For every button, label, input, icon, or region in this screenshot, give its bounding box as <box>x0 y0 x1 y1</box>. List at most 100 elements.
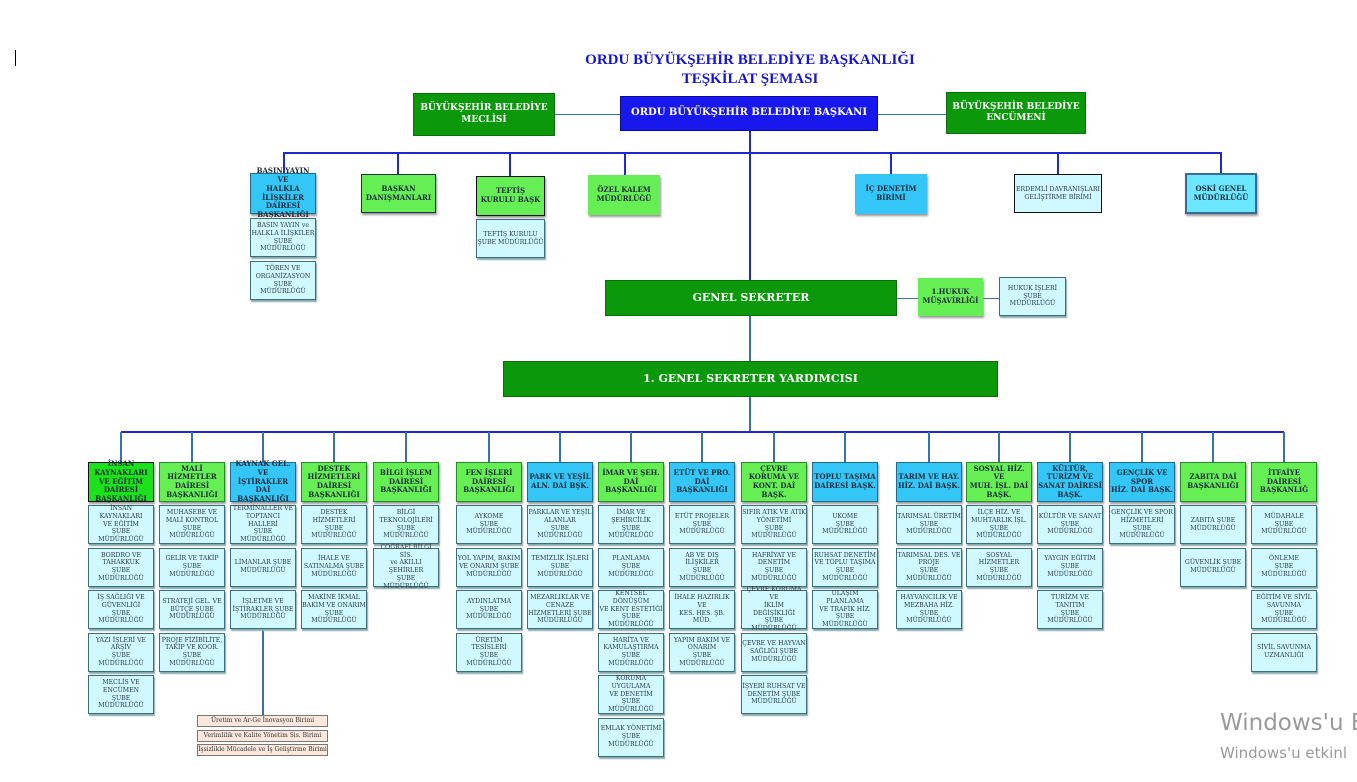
sube-mudurlugu[interactable]: MECLİS VE ENCÜMEN ŞUBE MÜDÜRLÜĞÜ <box>88 675 154 714</box>
sube-mudurlugu[interactable]: İNSAN KAYNAKLARI VE EĞİTİM ŞUBE MÜDÜRLÜĞ… <box>88 505 154 544</box>
genel-sekreter-yardimcisi-box[interactable]: 1. GENEL SEKRETER YARDIMCISI <box>503 361 998 397</box>
basin-unit[interactable]: TÖREN VE ORGANİZASYON ŞUBE MÜDÜRLÜĞÜ <box>250 261 316 300</box>
hukuk-isleri-box[interactable]: HUKUK İŞLERİ ŞUBE MÜDÜRLÜĞÜ <box>999 277 1066 316</box>
sube-mudurlugu[interactable]: GELİR VE TAKİP ŞUBE MÜDÜRLÜĞÜ <box>159 547 225 587</box>
sube-mudurlugu[interactable]: İHALE HAZIRLIK VE KES. HES. ŞB. MÜD. <box>669 590 735 629</box>
department-head[interactable]: BİLGİ İŞLEM DAİRESİ BAŞKANLIĞI <box>373 462 439 502</box>
sube-mudurlugu[interactable]: PLANLAMA ŞUBE MÜDÜRLÜĞÜ <box>598 547 664 587</box>
sube-mudurlugu[interactable]: AYKOME ŞUBE MÜDÜRLÜĞÜ <box>456 505 522 544</box>
genel-sekreter-box[interactable]: GENEL SEKRETER <box>605 280 897 316</box>
sube-mudurlugu[interactable]: KORUMA UYGULAMA VE DENETİM ŞUBE MÜDÜRLÜĞ… <box>598 675 664 714</box>
sube-mudurlugu[interactable]: COĞRAFİ BİLGİ SİS. ve AKILLI ŞEHİRLER ŞU… <box>373 544 439 590</box>
sube-mudurlugu[interactable]: ZABITA ŞUBE MÜDÜRLÜĞÜ <box>1180 505 1246 544</box>
sube-mudurlugu[interactable]: TURİZM VE TANITIM ŞUBE MÜDÜRLÜĞÜ <box>1037 590 1103 629</box>
sube-mudurlugu[interactable]: MEZARLIKLAR VE CENAZE HİZMETLERİ ŞUBE MÜ… <box>527 590 593 629</box>
teftis-unit[interactable]: TEFTİŞ KURULU ŞUBE MÜDÜRLÜĞÜ <box>476 219 545 258</box>
meclis-box[interactable]: BÜYÜKŞEHİR BELEDİYE MECLİSİ <box>413 93 555 136</box>
department-head[interactable]: MALİ HİZMETLER DAİRESİ BAŞKANLIĞI <box>159 462 225 502</box>
department-head[interactable]: SOSYAL HİZ. VE MUH. İŞL. DAİ BAŞK. <box>966 462 1032 502</box>
sube-mudurlugu[interactable]: YAZI İŞLERİ VE ARŞİV ŞUBE MÜDÜRLÜĞÜ <box>88 632 154 672</box>
department-head[interactable]: ETÜT VE PRO. DAİ BAŞKANLIĞI <box>669 462 735 502</box>
sube-mudurlugu[interactable]: TARIMSAL DES. VE PROJE ŞUBE MÜDÜRLÜĞÜ <box>896 547 962 587</box>
sube-mudurlugu[interactable]: GÜVENLİK ŞUBE MÜDÜRLÜĞÜ <box>1180 547 1246 587</box>
sube-mudurlugu[interactable]: HAFRİYAT VE DENETİM ŞUBE MÜDÜRLÜĞÜ <box>741 547 807 587</box>
kaynak-birim[interactable]: İşsizlikle Mücadele ve İş Geliştirme Bir… <box>197 744 328 756</box>
sube-mudurlugu[interactable]: ETÜT PROJELER ŞUBE MÜDÜRLÜĞÜ <box>669 505 735 544</box>
sube-mudurlugu[interactable]: SOSYAL HİZMETLER ŞUBE MÜDÜRLÜĞÜ <box>966 547 1032 587</box>
sube-mudurlugu[interactable]: MUHASEBE VE MALİ KONTROL ŞUBE MÜDÜRLÜĞÜ <box>159 505 225 544</box>
sube-mudurlugu[interactable]: GENÇLİK VE SPOR HİZMETLERİ ŞUBE MÜDÜRLÜĞ… <box>1109 505 1175 544</box>
sube-mudurlugu[interactable]: ÇEVRE VE HAYVAN SAĞLIĞI ŞUBE MÜDÜRLÜĞÜ <box>741 632 807 672</box>
sube-mudurlugu[interactable]: DESTEK HİZMETLERİ ŞUBE MÜDÜRLÜĞÜ <box>301 505 367 544</box>
sube-mudurlugu[interactable]: LİMANLAR ŞUBE MÜDÜRLÜĞÜ <box>230 547 296 587</box>
sube-mudurlugu[interactable]: YAYGIN EĞİTİM ŞUBE MÜDÜRLÜĞÜ <box>1037 547 1103 587</box>
sube-mudurlugu[interactable]: ÖNLEME ŞUBE MÜDÜRLÜĞÜ <box>1251 547 1317 587</box>
chart-title: ORDU BÜYÜKŞEHİR BELEDİYE BAŞKANLIĞI <box>585 52 915 68</box>
oski-box[interactable]: OSKİ GENEL MÜDÜRLÜĞÜ <box>1185 173 1257 214</box>
sube-mudurlugu[interactable]: EMLAK YÖNETİMİ ŞUBE MÜDÜRLÜĞÜ <box>598 717 664 757</box>
department-head[interactable]: KAYNAK GEL. VE İŞTİRAKLER DAİ BAŞKANLIĞI <box>230 459 296 503</box>
department-head[interactable]: DESTEK HİZMETLERİ DAİRESİ BAŞKANLIĞI <box>301 462 367 502</box>
encumen-box[interactable]: BÜYÜKŞEHİR BELEDİYE ENCÜMENİ <box>946 92 1086 134</box>
department-head[interactable]: FEN İŞLERİ DAİRESİ BAŞKANLIĞI <box>456 462 522 502</box>
sube-mudurlugu[interactable]: BORDRO VE TAHAKKUK ŞUBE MÜDÜRLÜĞÜ <box>88 547 154 587</box>
department-head[interactable]: İNSAN KAYNAKLARI VE EĞİTİM DAİRESİ BAŞKA… <box>88 459 154 503</box>
sube-mudurlugu[interactable]: İŞ SAĞLIĞI VE GÜVENLİĞİ ŞUBE MÜDÜRLÜĞÜ <box>88 590 154 629</box>
ic-denetim-box[interactable]: İÇ DENETİM BİRİMİ <box>855 174 927 214</box>
department-head[interactable]: İTFAİYE DAİRESİ BAŞKANLIĞ <box>1251 462 1317 502</box>
sube-mudurlugu[interactable]: TARIMSAL ÜRETİM ŞUBE MÜDÜRLÜĞÜ <box>896 505 962 544</box>
department-head[interactable]: ÇEVRE KORUMA VE KONT. DAİ BAŞK. <box>741 462 807 502</box>
connector-line <box>262 432 264 462</box>
department-head[interactable]: ZABITA DAİ BAŞKANLIĞI <box>1180 462 1246 502</box>
connector-line <box>773 432 775 462</box>
sube-mudurlugu[interactable]: EĞİTİM VE SİVİL SAVUNMA ŞUBE MÜDÜRLÜĞÜ <box>1251 590 1317 629</box>
sube-mudurlugu[interactable]: KENTSEL DÖNÜŞÜM VE KENT ESTETİĞİ ŞUBE MÜ… <box>598 590 664 629</box>
sube-mudurlugu[interactable]: ÜRETİM TESİSLERİ ŞUBE MÜDÜRLÜĞÜ <box>456 632 522 672</box>
sube-mudurlugu[interactable]: SİVİL SAVUNMA UZMANLIĞI <box>1251 632 1317 672</box>
danisman-box[interactable]: BAŞKAN DANIŞMANLARI <box>361 174 436 213</box>
sube-mudurlugu[interactable]: AB VE DIŞ İLİŞKİLER ŞUBE MÜDÜRLÜĞÜ <box>669 547 735 587</box>
sube-mudurlugu[interactable]: PROJE FİZİBİLİTE, TAKİP VE KOOR. ŞUBE MÜ… <box>159 632 225 672</box>
department-head[interactable]: TARIM VE HAY. HİZ. DAİ BAŞK. <box>896 462 962 502</box>
sube-mudurlugu[interactable]: İLÇE HİZ. VE MUHTARLIK İŞL. ŞUBE MÜDÜRLÜ… <box>966 505 1032 544</box>
sube-mudurlugu[interactable]: MAKİNE İKMAL BAKIM VE ONARIM ŞUBE MÜDÜRL… <box>301 590 367 629</box>
erdemli-box[interactable]: ERDEMLİ DAVRANIŞLARI GELİŞTİRME BİRİMİ <box>1014 174 1102 213</box>
basin-unit[interactable]: BASIN YAYIN ve HALKLA İLİŞKİLER ŞUBE MÜD… <box>250 218 316 257</box>
sube-mudurlugu[interactable]: MÜDAHALE ŞUBE MÜDÜRLÜĞÜ <box>1251 505 1317 544</box>
connector-line <box>630 432 632 462</box>
department-head[interactable]: İMAR VE ŞEH. DAİ BAŞKANLIĞI <box>598 462 664 502</box>
sube-mudurlugu[interactable]: YAPIM BAKIM VE ONARIM ŞUBE MÜDÜRLÜĞÜ <box>669 632 735 672</box>
sube-mudurlugu[interactable]: ULAŞIM PLANLAMA VE TRAFİK HİZ. ŞUBE MÜDÜ… <box>812 590 878 629</box>
sube-mudurlugu[interactable]: HARİTA VE KAMULAŞTIRMA ŞUBE MÜDÜRLÜĞÜ <box>598 632 664 672</box>
sube-mudurlugu[interactable]: ÇEVRE KORUMA VE İKLİM DEĞİŞİKLİĞİ ŞUBE M… <box>741 586 807 632</box>
chart-subtitle: TEŞKİLAT ŞEMASI <box>681 71 819 87</box>
sube-mudurlugu[interactable]: İMAR VE ŞEHİRCİLİK ŞUBE MÜDÜRLÜĞÜ <box>598 505 664 544</box>
kaynak-birim[interactable]: Verimlilik ve Kalite Yönetim Sis. Birimi <box>197 730 328 742</box>
teftis-head[interactable]: TEFTİŞ KURULU BAŞK <box>476 176 545 216</box>
department-head[interactable]: KÜLTÜR, TURİZM VE SANAT DAİRESİ BAŞK. <box>1037 462 1103 502</box>
sube-mudurlugu[interactable]: TERMİNALLER VE TOPTANCI HALLERİ ŞUBE MÜD… <box>230 505 296 544</box>
sube-mudurlugu[interactable]: UKOME ŞUBE MÜDÜRLÜĞÜ <box>812 505 878 544</box>
ozel-kalem-box[interactable]: ÖZEL KALEM MÜDÜRLÜĞÜ <box>588 175 660 215</box>
sube-mudurlugu[interactable]: İHALE VE SATINALMA ŞUBE MÜDÜRLÜĞÜ <box>301 547 367 587</box>
connector-line <box>405 432 407 462</box>
sube-mudurlugu[interactable]: RUHSAT DENETİM VE TOPLU TAŞIMA ŞUBE MÜDÜ… <box>812 547 878 587</box>
sube-mudurlugu[interactable]: BİLGİ TEKNOLOJİLERİ ŞUBE MÜDÜRLÜĞÜ <box>373 505 439 544</box>
sube-mudurlugu[interactable]: İŞLETME VE İŞTİRAKLER ŞUBE MÜDÜRLÜĞÜ <box>230 590 296 629</box>
sube-mudurlugu[interactable]: PARKLAR VE YEŞİL ALANLAR ŞUBE MÜDÜRLÜĞÜ <box>527 505 593 544</box>
department-head[interactable]: GENÇLİK VE SPOR HİZ. DAİ BAŞK. <box>1109 462 1175 502</box>
basin-head[interactable]: BASIN YAYIN VE HALKLA İLİŞKİLER DAİRESİ … <box>250 166 316 219</box>
sube-mudurlugu[interactable]: SIFIR ATIK VE ATIK YÖNETİMİ ŞUBE MÜDÜRLÜ… <box>741 505 807 544</box>
sube-mudurlugu[interactable]: HAYVANCILIK VE MEZBAHA HİZ. ŞUBE MÜDÜRLÜ… <box>896 590 962 629</box>
kaynak-birim[interactable]: Üretim ve Ar-Ge İnovasyon Birimi <box>197 715 328 727</box>
sube-mudurlugu[interactable]: İŞYERİ RUHSAT VE DENETİM ŞUBE MÜDÜRLÜĞÜ <box>741 675 807 714</box>
sube-mudurlugu[interactable]: AYDINLATMA ŞUBE MÜDÜRLÜĞÜ <box>456 590 522 629</box>
sube-mudurlugu[interactable]: YOL YAPIM, BAKIM VE ONARIM ŞUBE MÜDÜRLÜĞ… <box>456 547 522 587</box>
sube-mudurlugu[interactable]: TEMİZLİK İŞLERİ ŞUBE MÜDÜRLÜĞÜ <box>527 547 593 587</box>
sube-mudurlugu[interactable]: STRATEJİ GEL. VE BÜTÇE ŞUBE MÜDÜRLÜĞÜ <box>159 590 225 629</box>
sube-mudurlugu[interactable]: KÜLTÜR VE SANAT ŞUBE MÜDÜRLÜĞÜ <box>1037 505 1103 544</box>
department-head[interactable]: PARK VE YEŞİL ALN. DAİ BŞK. <box>527 462 593 502</box>
hukuk-musavirligi-box[interactable]: 1.HUKUK MÜŞAVİRLİĞİ <box>918 278 983 316</box>
department-head[interactable]: TOPLU TAŞIMA DAİRESİ BAŞK. <box>812 462 878 502</box>
baskan-box[interactable]: ORDU BÜYÜKŞEHİR BELEDİYE BAŞKANI <box>620 96 878 131</box>
